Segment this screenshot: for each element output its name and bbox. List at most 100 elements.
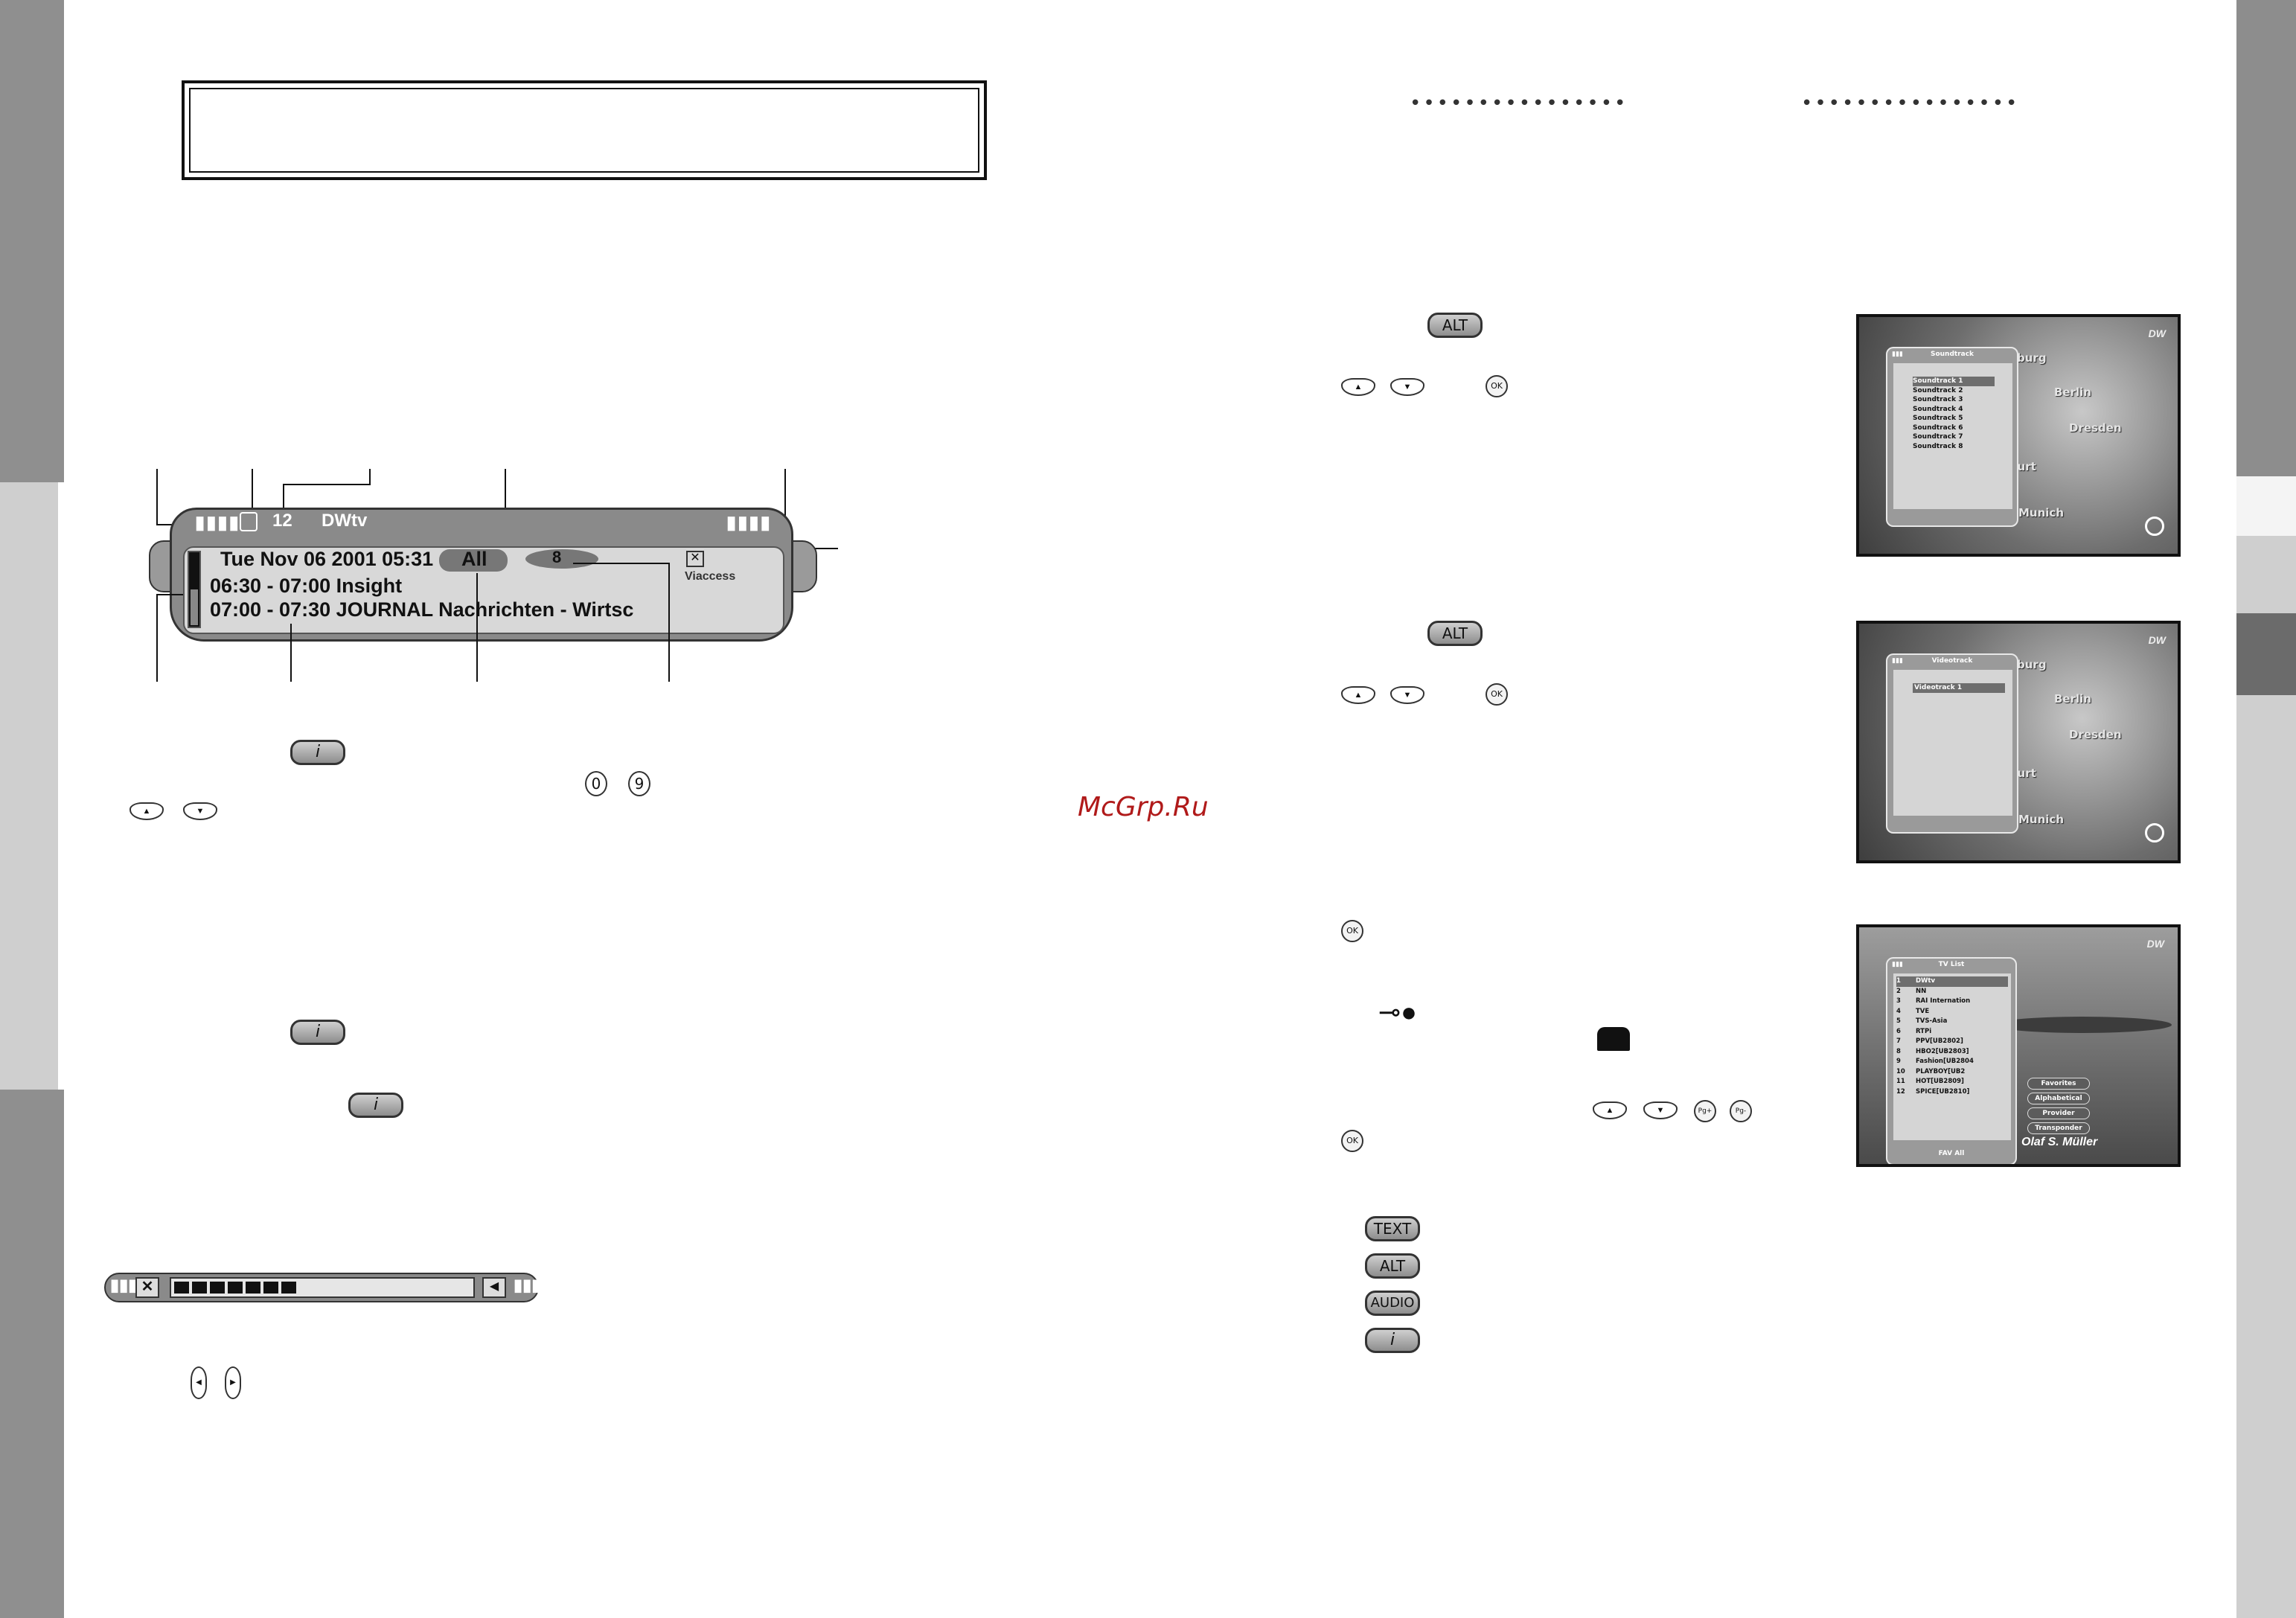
signal-quality-icon: ▮▮▮▮ (726, 513, 772, 533)
videotrack-item[interactable]: Videotrack 1 (1913, 683, 2005, 693)
ok-button[interactable]: OK (1341, 920, 1363, 942)
menu-title: TV List (1938, 961, 1965, 968)
channel-number: 8 (1896, 1047, 1901, 1055)
soundtrack-item[interactable]: Soundtrack 5 (1913, 415, 1963, 422)
dotted-header-left: •••••••••••••••• (1410, 92, 1628, 115)
up-button[interactable]: ▲ (1341, 378, 1375, 396)
down-button[interactable]: ▼ (1390, 686, 1424, 704)
callout-line (369, 469, 371, 485)
channel-name: SPICE[UB2810] (1916, 1087, 1970, 1096)
text-button[interactable]: TEXT (1365, 1216, 1420, 1241)
volume-low-icon: ▮▮▮ (110, 1276, 138, 1294)
channel-row[interactable]: 9 Fashion[UB2804 (1896, 1057, 2008, 1067)
volume-level-block (281, 1282, 296, 1294)
soundtrack-item[interactable]: Soundtrack 6 (1913, 423, 1963, 432)
callout-line (476, 573, 478, 682)
channel-down-button[interactable]: ▼ (183, 802, 217, 820)
volume-down-button[interactable]: ◀ (191, 1366, 207, 1399)
channel-row[interactable]: 5 TVS-Asia (1896, 1017, 2008, 1027)
page-down-button[interactable]: Pg- (1730, 1100, 1752, 1122)
ok-button[interactable]: OK (1341, 1130, 1363, 1152)
channel-name: TVS-Asia (1916, 1017, 1948, 1025)
sort-option[interactable]: Provider (2027, 1107, 2090, 1119)
sort-option[interactable]: Transponder (2027, 1122, 2090, 1134)
program-badge (525, 549, 598, 569)
info-button[interactable]: i (1365, 1328, 1420, 1353)
menu-signal-icon: ▮▮▮ (1892, 350, 1903, 357)
alt-button[interactable]: ALT (1427, 621, 1483, 646)
channel-name: TVE (1916, 1007, 1930, 1015)
right-edge-tab-light (2236, 536, 2296, 613)
callout-line (668, 563, 670, 682)
info-button[interactable]: i (348, 1093, 403, 1118)
soundtrack-item[interactable]: Soundtrack 8 (1913, 442, 1963, 450)
digit-0-button[interactable]: 0 (585, 771, 607, 796)
ok-button[interactable]: OK (1486, 683, 1508, 706)
info-button[interactable]: i (290, 1020, 345, 1045)
channel-number: 12 (1896, 1087, 1905, 1096)
audio-button[interactable]: AUDIO (1365, 1291, 1420, 1316)
ca-system: Viaccess (685, 570, 736, 583)
videotrack-screen: burg Berlin Dresden furt Munich DW ▮▮▮ V… (1856, 621, 2181, 863)
sort-option[interactable]: Alphabetical (2027, 1093, 2090, 1104)
up-button[interactable]: ▲ (1593, 1101, 1627, 1119)
digit-9-button[interactable]: 9 (628, 771, 650, 796)
channel-logo: DW (2146, 938, 2164, 950)
info-button[interactable]: i (290, 740, 345, 765)
alt-button[interactable]: ALT (1427, 313, 1483, 338)
ok-button[interactable]: OK (1486, 375, 1508, 397)
speaker-icon: ◀ (482, 1277, 506, 1298)
right-edge-tab-lower (2236, 695, 2296, 1618)
volume-level-block (246, 1282, 260, 1294)
channel-up-button[interactable]: ▲ (129, 802, 164, 820)
channel-name: Fashion[UB2804 (1916, 1058, 1974, 1065)
channel-name: DWtv (322, 511, 368, 531)
soundtrack-item[interactable]: Soundtrack 1 (1913, 377, 1995, 386)
channel-number: 4 (1896, 1007, 1901, 1015)
menu-list (1893, 670, 2012, 816)
callout-line (156, 469, 158, 525)
menu-signal-icon: ▮▮▮ (1892, 656, 1903, 664)
soundtrack-item[interactable]: Soundtrack 4 (1913, 405, 1963, 413)
volume-level-block (192, 1282, 207, 1294)
soundtrack-item[interactable]: Soundtrack 2 (1913, 386, 1963, 394)
map-city-label: Berlin (2054, 386, 2091, 399)
channel-row[interactable]: 4 TVE (1896, 1007, 2008, 1017)
soundtrack-item[interactable]: Soundtrack 3 (1913, 396, 1963, 403)
soundtrack-item[interactable]: Soundtrack 7 (1913, 433, 1963, 441)
channel-row[interactable]: 8 HBO2[UB2803] (1896, 1047, 2008, 1058)
volume-up-button[interactable]: ▶ (225, 1366, 241, 1399)
channel-row[interactable]: 12 SPICE[UB2810] (1896, 1087, 2008, 1098)
event-next: 07:00 - 07:30 JOURNAL Nachrichten - Wirt… (210, 598, 634, 621)
down-button[interactable]: ▼ (1390, 378, 1424, 396)
menu-title: Videotrack (1931, 657, 1973, 665)
section-title-frame (182, 80, 987, 180)
callout-line (156, 594, 183, 595)
callout-line (283, 484, 371, 485)
left-edge-tab-top (0, 0, 64, 482)
up-button[interactable]: ▲ (1341, 686, 1375, 704)
channel-name: HOT[UB2809] (1916, 1078, 1964, 1085)
channel-number: 5 (1896, 1017, 1901, 1025)
page-up-button[interactable]: Pg+ (1694, 1100, 1716, 1122)
sort-option[interactable]: Favorites (2027, 1078, 2090, 1090)
channel-name: PPV[UB2802] (1916, 1037, 1963, 1045)
down-button[interactable]: ▼ (1643, 1101, 1678, 1119)
event-now: 06:30 - 07:00 Insight (210, 575, 403, 597)
channel-number: 10 (1896, 1067, 1905, 1075)
menu-signal-icon: ▮▮▮ (1892, 960, 1903, 968)
channel-number: 9 (1896, 1058, 1901, 1065)
alt-button[interactable]: ALT (1365, 1253, 1420, 1279)
map-city-label: Munich (2018, 506, 2064, 519)
channel-name: HBO2[UB2803] (1916, 1047, 1969, 1055)
key-icon: ⊸● (1378, 997, 1417, 1027)
map-city-label: Berlin (2054, 692, 2091, 706)
